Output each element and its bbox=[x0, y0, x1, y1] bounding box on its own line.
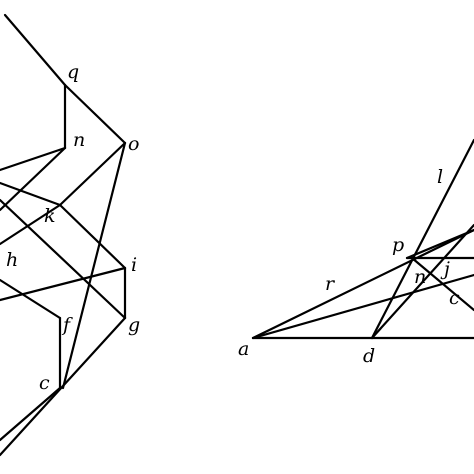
left-segment bbox=[0, 146, 67, 172]
left-segment bbox=[0, 146, 67, 212]
point-label-d: d bbox=[363, 345, 375, 367]
left-diagram: q n o k h i f g c bbox=[0, 13, 140, 457]
right-segment bbox=[370, 138, 474, 340]
point-label-p: p bbox=[392, 234, 404, 256]
right-segment bbox=[410, 256, 474, 312]
left-segment bbox=[63, 83, 127, 145]
left-segment bbox=[58, 203, 127, 270]
point-label-a: a bbox=[238, 338, 249, 360]
point-label-i: i bbox=[131, 254, 137, 276]
left-segment bbox=[0, 203, 62, 246]
left-segment bbox=[0, 181, 62, 207]
point-label-q: q bbox=[67, 61, 79, 83]
left-segment bbox=[0, 278, 62, 320]
line-label-r: r bbox=[325, 273, 336, 295]
line-label-c: c bbox=[449, 287, 460, 309]
point-label-j: j bbox=[440, 258, 450, 280]
point-label-h: h bbox=[6, 249, 18, 271]
left-segment bbox=[0, 198, 127, 320]
right-segment bbox=[251, 273, 474, 340]
point-label-f: f bbox=[61, 314, 73, 336]
left-segment bbox=[58, 141, 127, 207]
point-label-c: c bbox=[39, 372, 50, 394]
point-label-g: g bbox=[128, 314, 140, 336]
right-diagram: l p r n j c a d bbox=[238, 138, 474, 367]
line-label-l: l bbox=[437, 166, 443, 188]
point-label-n: n bbox=[73, 129, 85, 151]
point-label-k: k bbox=[44, 205, 56, 227]
right-segment bbox=[405, 228, 474, 260]
right-segment bbox=[251, 228, 474, 340]
left-segment bbox=[0, 266, 127, 302]
left-segment bbox=[3, 13, 67, 87]
left-segment bbox=[0, 386, 62, 442]
left-segment bbox=[61, 141, 127, 390]
right-segment bbox=[370, 223, 474, 340]
left-segment bbox=[0, 316, 127, 457]
point-label-n: n bbox=[414, 266, 426, 288]
point-label-o: o bbox=[128, 133, 139, 155]
